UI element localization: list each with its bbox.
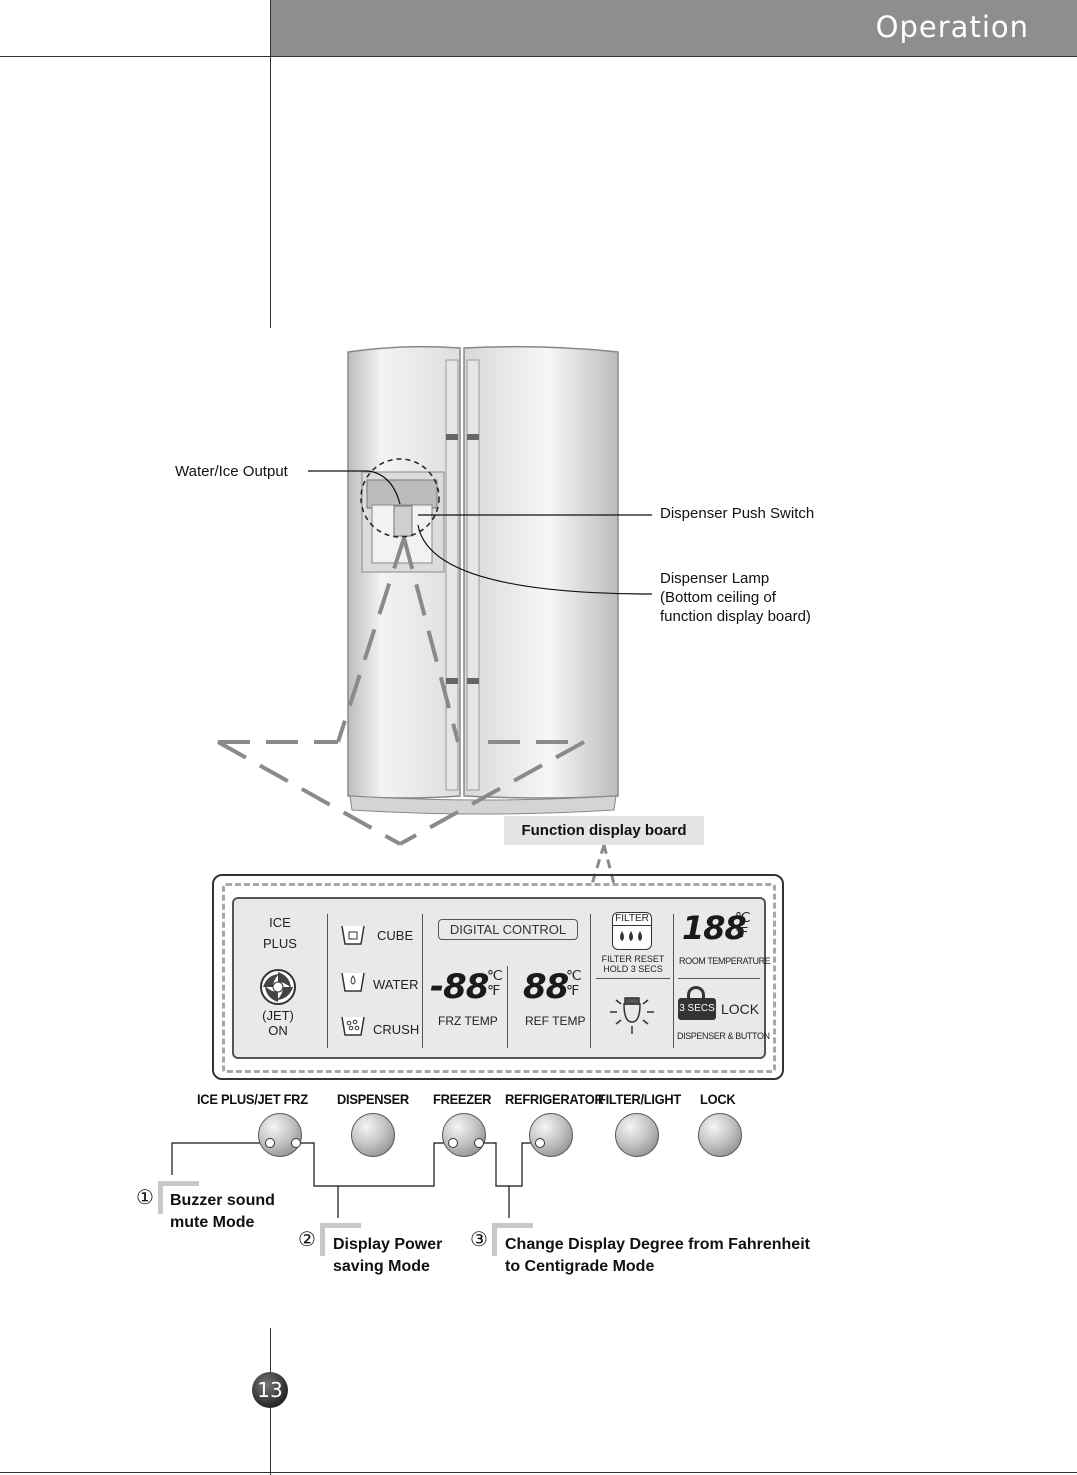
control-panel-display bbox=[232, 897, 766, 1059]
contact-dot bbox=[474, 1138, 484, 1148]
contact-dot bbox=[448, 1138, 458, 1148]
panel-divider bbox=[596, 978, 670, 979]
room-unit-f: ℉ bbox=[735, 924, 749, 940]
jet-on-line-1: (JET) bbox=[262, 1008, 294, 1023]
freezer-button-text: FREEZER bbox=[433, 1091, 492, 1107]
freezer-unit: ℃ ℉ bbox=[487, 968, 503, 998]
dispenser-lamp-label: Dispenser Lamp (Bottom ceiling of functi… bbox=[660, 569, 811, 626]
ice-plus-jet-frz-button[interactable] bbox=[258, 1113, 302, 1157]
ice-plus-line-2: PLUS bbox=[263, 936, 297, 951]
refrigerator-temp-display: 88 bbox=[523, 967, 569, 1007]
margin-rule-top bbox=[270, 0, 271, 328]
filter-reset-label: FILTER RESET HOLD 3 SECS bbox=[596, 954, 670, 974]
panel-divider bbox=[673, 914, 674, 1048]
dispenser-lamp-line-2: (Bottom ceiling of bbox=[660, 589, 776, 606]
three-secs-badge: 3 SECS bbox=[678, 998, 716, 1020]
ref-temp-label: REF TEMP bbox=[525, 1014, 586, 1028]
room-temp-display: 188 bbox=[682, 909, 747, 947]
crush-label: CRUSH bbox=[373, 1022, 420, 1037]
mode-2-number: ② bbox=[298, 1227, 316, 1251]
panel-divider bbox=[590, 914, 591, 1048]
lock-shackle bbox=[687, 986, 705, 1000]
page-title: Operation bbox=[875, 10, 1029, 44]
panel-divider bbox=[422, 914, 423, 1048]
mode-3-text: Change Display Degree from Fahrenheit to… bbox=[505, 1234, 810, 1278]
dispenser-button[interactable] bbox=[351, 1113, 395, 1157]
filter-icon-label: FILTER bbox=[613, 913, 651, 926]
cube-label: CUBE bbox=[377, 928, 414, 943]
contact-dot bbox=[535, 1138, 545, 1148]
freezer-unit-f: ℉ bbox=[487, 982, 501, 998]
refrigerator-unit-f: ℉ bbox=[566, 982, 580, 998]
dispenser-lamp-line-3: function display board) bbox=[660, 608, 811, 625]
mode-3-bracket bbox=[492, 1223, 533, 1256]
refrigerator-unit: ℃ ℉ bbox=[566, 968, 582, 998]
mode-3-number: ③ bbox=[470, 1227, 488, 1251]
ice-plus-label: ICE PLUS bbox=[250, 912, 310, 954]
mode-3-line-1: Change Display Degree from Fahrenheit bbox=[505, 1236, 810, 1253]
filter-icon: FILTER bbox=[612, 912, 652, 950]
dispenser-button-label: DISPENSER & BUTTON bbox=[677, 1031, 770, 1041]
mode-2-line-1: Display Power bbox=[333, 1236, 443, 1253]
header-rule bbox=[0, 56, 1077, 57]
refrigerator-unit-c: ℃ bbox=[566, 967, 582, 983]
jet-on-line-2: ON bbox=[268, 1023, 288, 1038]
ice-plus-jet-frz-label: ICE PLUS/JET FRZ bbox=[197, 1091, 308, 1107]
cube-icon bbox=[341, 925, 365, 945]
filter-light-button-text: FILTER/LIGHT bbox=[598, 1091, 682, 1107]
filter-reset-line-2: HOLD 3 SECS bbox=[603, 964, 663, 974]
filter-light-button[interactable] bbox=[615, 1113, 659, 1157]
ice-plus-line-1: ICE bbox=[269, 915, 291, 930]
mode-2-line-2: saving Mode bbox=[333, 1258, 430, 1275]
contact-dot bbox=[291, 1138, 301, 1148]
freezer-button[interactable] bbox=[442, 1113, 486, 1157]
dispenser-light-icon bbox=[610, 997, 654, 1034]
freezer-temp-display: -88 bbox=[430, 967, 489, 1007]
page-number: 13 bbox=[252, 1372, 288, 1408]
mode-2-bracket bbox=[320, 1223, 361, 1256]
control-panel-dashed-outline bbox=[222, 883, 776, 1073]
jet-on-label: (JET) ON bbox=[250, 1008, 306, 1038]
mode-1-text: Buzzer sound mute Mode bbox=[170, 1190, 275, 1234]
mode-1-line-1: Buzzer sound bbox=[170, 1192, 275, 1209]
panel-divider bbox=[678, 978, 760, 979]
filter-reset-line-1: FILTER RESET bbox=[601, 954, 665, 964]
room-temperature-label: ROOM TEMPERATURE bbox=[679, 956, 771, 966]
digital-control-label: DIGITAL CONTROL bbox=[438, 919, 578, 940]
lock-button[interactable] bbox=[698, 1113, 742, 1157]
mode-1-line-2: mute Mode bbox=[170, 1214, 255, 1231]
filter-drops-icon bbox=[620, 931, 642, 941]
water-label: WATER bbox=[373, 977, 419, 992]
jet-freeze-icon bbox=[260, 969, 296, 1005]
refrigerator-button[interactable] bbox=[529, 1113, 573, 1157]
dispenser-push-switch-label: Dispenser Push Switch bbox=[660, 505, 815, 522]
refrigerator-button-text: REFRIGERATOR bbox=[505, 1091, 604, 1107]
lock-icon: 3 SECS bbox=[678, 986, 718, 1022]
contact-dot bbox=[265, 1138, 275, 1148]
function-display-board-label: Function display board bbox=[504, 816, 704, 845]
water-ice-output-label: Water/Ice Output bbox=[175, 463, 288, 480]
mode-1-number: ① bbox=[136, 1185, 154, 1209]
frz-temp-label: FRZ TEMP bbox=[438, 1014, 498, 1028]
mode-3-line-2: to Centigrade Mode bbox=[505, 1258, 655, 1275]
mode-1-bracket bbox=[158, 1181, 199, 1214]
control-panel-frame bbox=[212, 874, 784, 1080]
lock-button-text: LOCK bbox=[700, 1091, 736, 1107]
freezer-unit-c: ℃ bbox=[487, 967, 503, 983]
panel-divider bbox=[507, 966, 508, 1048]
room-temp-unit: ℃ ℉ bbox=[735, 910, 751, 940]
water-icon bbox=[341, 972, 365, 992]
footer-rule bbox=[0, 1472, 1077, 1473]
mode-2-text: Display Power saving Mode bbox=[333, 1234, 442, 1278]
dispenser-button-text: DISPENSER bbox=[337, 1091, 409, 1107]
header-bar: Operation bbox=[270, 0, 1077, 56]
dispenser-lamp-line-1: Dispenser Lamp bbox=[660, 570, 770, 587]
panel-divider bbox=[327, 914, 328, 1048]
crush-icon bbox=[341, 1016, 365, 1036]
room-unit-c: ℃ bbox=[735, 909, 751, 925]
lock-label: LOCK bbox=[721, 1001, 760, 1017]
